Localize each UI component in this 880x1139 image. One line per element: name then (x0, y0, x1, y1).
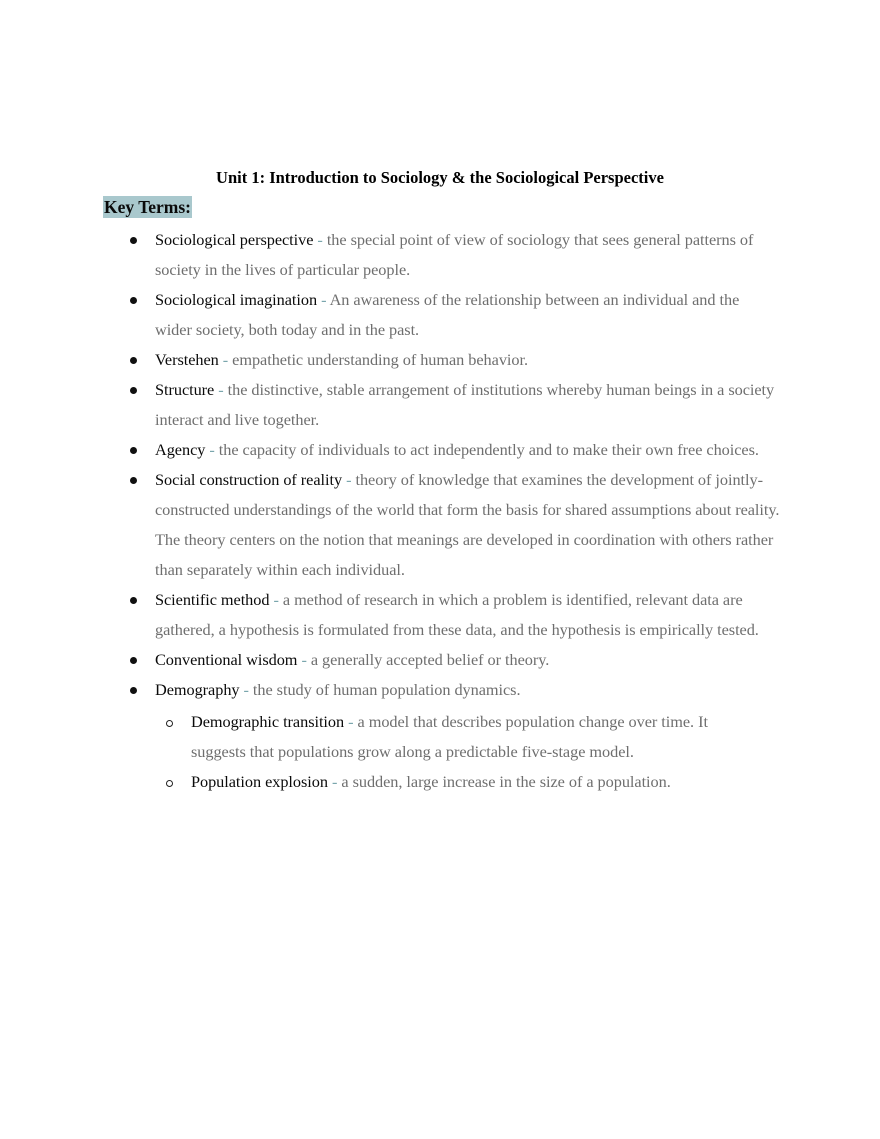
term-item-conventional-wisdom: Conventional wisdom - a generally accept… (0, 645, 780, 675)
key-terms-heading: Key Terms: (103, 196, 193, 218)
term-name: Verstehen (155, 350, 219, 369)
term-separator: - (342, 470, 356, 489)
term-name: Scientific method (155, 590, 270, 609)
term-definition: the special point of view of sociology t… (155, 230, 754, 279)
term-item-demography: Demography - the study of human populati… (0, 675, 780, 797)
term-definition: a model that describes population change… (191, 712, 708, 761)
term-separator: - (317, 290, 330, 309)
term-name: Population explosion (191, 772, 328, 791)
term-name: Demographic transition (191, 712, 345, 731)
term-definition: empathetic understanding of human behavi… (232, 350, 528, 369)
bullet-icon (130, 297, 137, 304)
bullet-icon (130, 597, 137, 604)
hollow-bullet-icon (166, 780, 173, 787)
bullet-icon (130, 687, 137, 694)
subterm-item-population-explosion: Population explosion - a sudden, large i… (0, 767, 756, 797)
term-name: Sociological perspective (155, 230, 314, 249)
term-separator: - (327, 772, 342, 791)
hollow-bullet-icon (166, 720, 173, 727)
term-name: Agency (155, 440, 206, 459)
term-name: Sociological imagination (155, 290, 318, 309)
term-separator: - (297, 650, 311, 669)
term-item-verstehen: Verstehen - empathetic understanding of … (0, 345, 780, 375)
term-definition: a sudden, large increase in the size of … (341, 772, 671, 791)
term-definition: a generally accepted belief or theory. (310, 650, 550, 669)
document-title: Unit 1: Introduction to Sociology & the … (216, 168, 664, 187)
term-definition: An awareness of the relationship between… (155, 290, 740, 339)
term-definition: theory of knowledge that examines the de… (155, 470, 780, 579)
key-terms-list: Sociological perspective - the special p… (0, 225, 880, 797)
subterm-item-demographic-transition: Demographic transition - a model that de… (0, 707, 756, 767)
bullet-icon (130, 237, 137, 244)
term-separator: - (205, 440, 219, 459)
term-separator: - (239, 680, 253, 699)
term-name: Social construction of reality (155, 470, 343, 489)
term-separator: - (313, 230, 327, 249)
bullet-icon (130, 357, 137, 364)
term-item-sociological-perspective: Sociological perspective - the special p… (0, 225, 780, 285)
term-item-structure: Structure - the distinctive, stable arra… (0, 375, 780, 435)
bullet-icon (130, 447, 137, 454)
bullet-icon (130, 657, 137, 664)
demography-subterms-list: Demographic transition - a model that de… (155, 707, 780, 797)
term-item-agency: Agency - the capacity of individuals to … (0, 435, 780, 465)
term-definition: a method of research in which a problem … (155, 590, 759, 639)
term-item-social-construction-of-reality: Social construction of reality - theory … (0, 465, 780, 585)
bullet-icon (130, 387, 137, 394)
term-definition: the study of human population dynamics. (252, 680, 521, 699)
term-name: Conventional wisdom (155, 650, 298, 669)
term-item-scientific-method: Scientific method - a method of research… (0, 585, 780, 645)
term-definition: the distinctive, stable arrangement of i… (155, 380, 775, 429)
bullet-icon (130, 477, 137, 484)
term-separator: - (344, 712, 358, 731)
term-name: Demography (155, 680, 240, 699)
term-separator: - (218, 350, 233, 369)
term-item-sociological-imagination: Sociological imagination - An awareness … (0, 285, 780, 345)
term-name: Structure (155, 380, 215, 399)
term-definition: the capacity of individuals to act indep… (218, 440, 759, 459)
term-separator: - (269, 590, 283, 609)
term-separator: - (214, 380, 228, 399)
